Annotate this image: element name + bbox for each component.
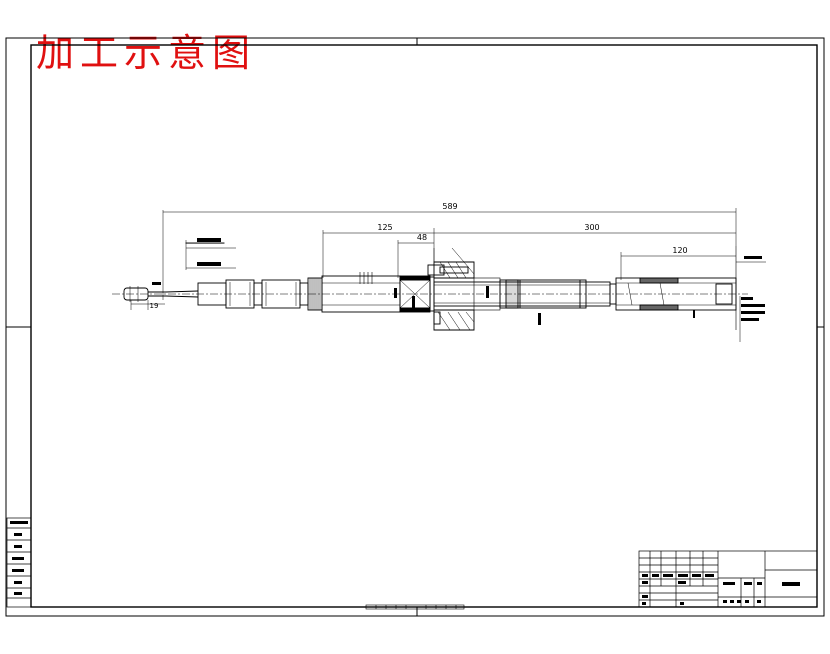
dimension-overall: 589 bbox=[442, 202, 457, 211]
drawing-title: 加工示意图 bbox=[36, 31, 257, 75]
dimension-125: 125 bbox=[377, 223, 392, 232]
left-revision-block bbox=[6, 517, 32, 608]
drawing-linework bbox=[112, 208, 766, 342]
dimension-19: 19 bbox=[150, 302, 159, 310]
dimension-48: 48 bbox=[417, 233, 427, 242]
annotation-marks bbox=[152, 238, 765, 325]
dimension-300: 300 bbox=[584, 223, 599, 232]
bottom-scale-bar bbox=[365, 604, 465, 610]
dimension-120: 120 bbox=[672, 246, 687, 255]
sheet-border bbox=[5, 37, 825, 617]
title-block bbox=[638, 550, 818, 608]
